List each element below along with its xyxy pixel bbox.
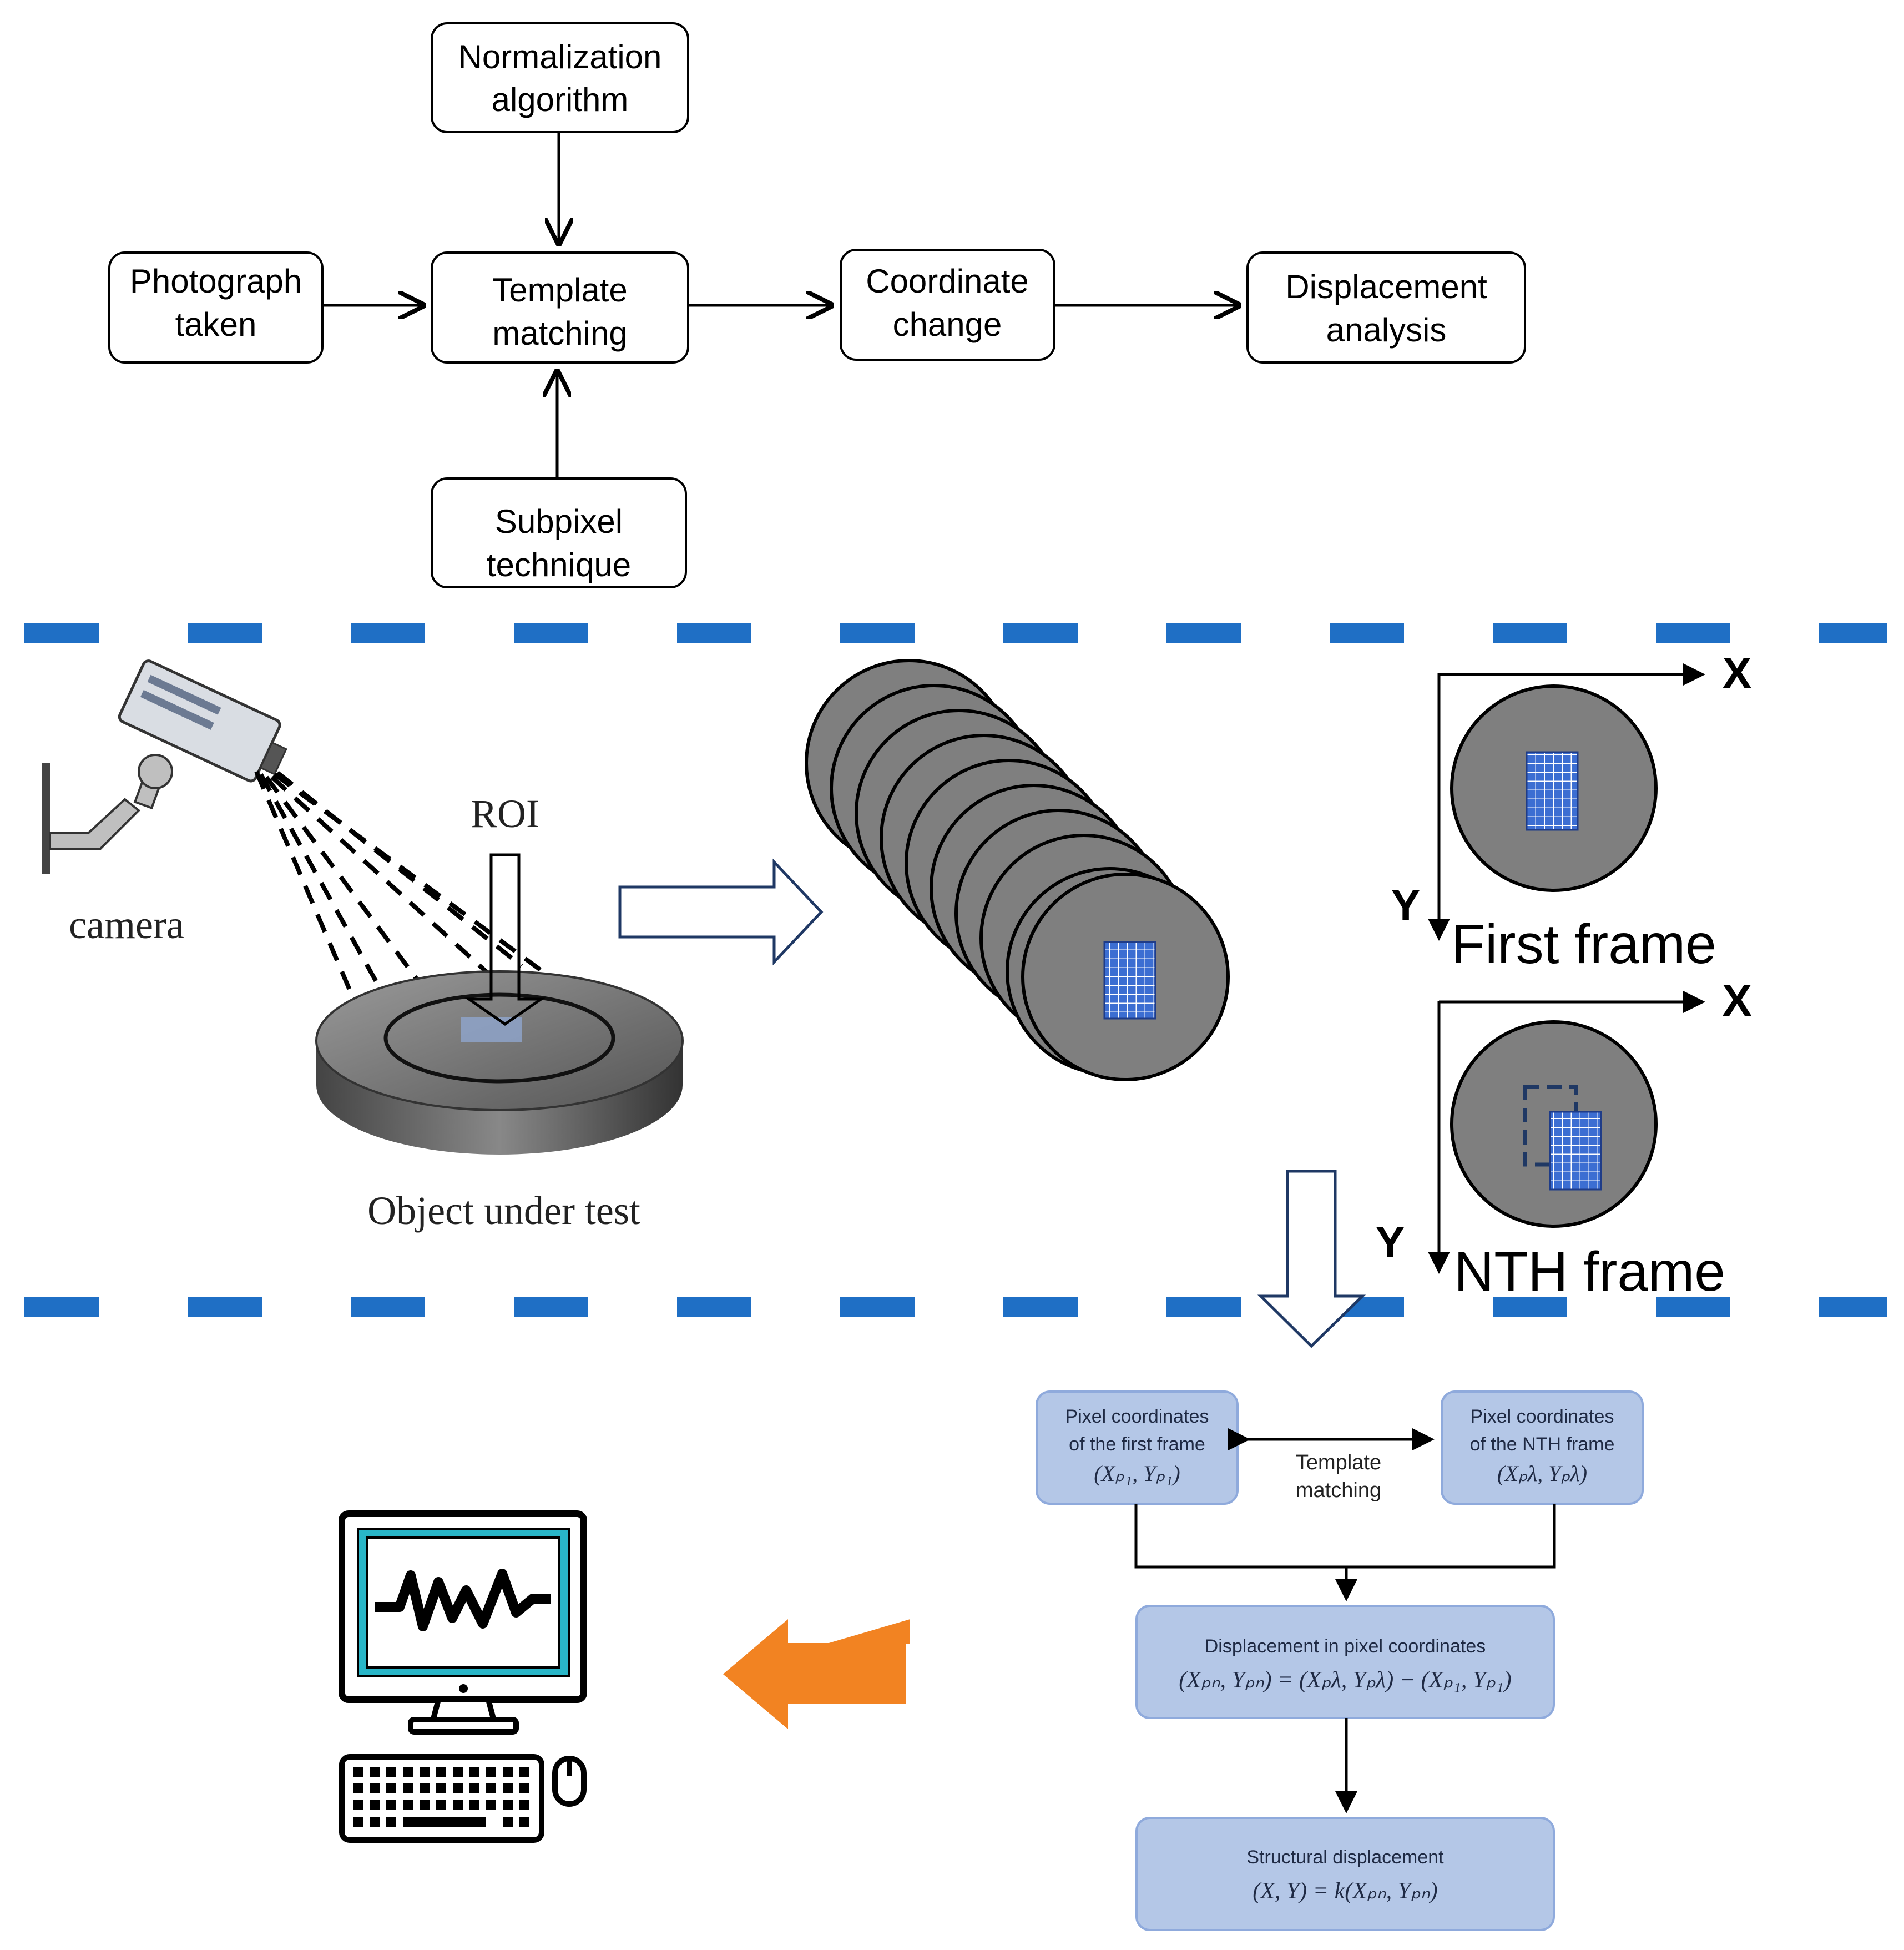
flowchart-arrows — [322, 132, 1239, 478]
first-frame-x-label: X — [1722, 648, 1751, 698]
displacement-label-1: Displacement — [1285, 268, 1487, 305]
stack-roi-grid — [1103, 941, 1156, 1020]
displacement-pixel-box: Displacement in pixel coordinates (Xₚₙ, … — [1135, 1605, 1555, 1719]
nth-frame-label: NTH frame — [1454, 1241, 1725, 1303]
merge-connector — [1134, 1504, 1556, 1569]
normalization-box: Normalization algorithm — [431, 22, 689, 133]
structural-title: Structural displacement — [1246, 1847, 1444, 1868]
structural-formula: (X, Y) = k(Xₚₙ, Yₚₙ) — [1253, 1878, 1437, 1904]
process-flow: Pixel coordinates of the first frame (Xₚ… — [1036, 1390, 1644, 1931]
nth-coords-formula: (Xₚλ, Yₚλ) — [1497, 1461, 1587, 1486]
photograph-label-2: taken — [175, 306, 257, 343]
roi-patch — [461, 1017, 522, 1042]
nth-coords-line-2: of the NTH frame — [1470, 1434, 1615, 1455]
computer-icon — [339, 1510, 587, 1843]
hollow-right-arrow — [618, 858, 824, 966]
first-frame-label: First frame — [1451, 913, 1716, 975]
first-coords-line-1: Pixel coordinates — [1065, 1406, 1209, 1427]
displacement-pixel-formula: (Xₚₙ, Yₚₙ) = (Xₚλ, Yₚλ) − (Xₚ₁, Yₚ₁) — [1179, 1667, 1512, 1693]
nth-coords-line-1: Pixel coordinates — [1471, 1406, 1614, 1427]
template-label-2: matching — [492, 315, 627, 352]
waveform — [375, 1569, 551, 1631]
orange-arrow-body — [723, 1619, 906, 1729]
subpixel-label-2: technique — [487, 546, 631, 583]
object-label: Object under test — [367, 1188, 640, 1233]
first-frame-roi-grid — [1526, 751, 1579, 831]
mouse — [552, 1756, 587, 1807]
hollow-down-arrow — [1257, 1170, 1366, 1348]
photograph-label-1: Photograph — [130, 263, 302, 300]
roi-label: ROI — [471, 792, 539, 836]
photograph-box: Photograph taken — [108, 251, 324, 364]
nth-frame-y-label: Y — [1375, 1217, 1405, 1267]
camera-icon — [42, 659, 287, 874]
object-under-test — [315, 970, 684, 1155]
coordinate-label-2: change — [893, 306, 1002, 343]
coordinate-label-1: Coordinate — [866, 263, 1029, 300]
first-coords-formula: (Xₚ₁, Yₚ₁) — [1094, 1461, 1180, 1486]
nth-frame-x-label: X — [1722, 976, 1751, 1025]
roi-marker — [464, 853, 546, 1026]
nth-frame-coords-box: Pixel coordinates of the NTH frame (Xₚλ,… — [1441, 1390, 1644, 1505]
first-frame-panel: X Y First frame — [1391, 648, 1751, 975]
camera-scene: ROI camera Object under test — [42, 659, 684, 1233]
normalization-label-1: Normalization — [458, 38, 662, 75]
template-matching-label-1: Template — [1296, 1451, 1381, 1474]
camera-label: camera — [69, 903, 184, 947]
template-matching-label-2: matching — [1296, 1479, 1381, 1502]
structural-displacement-box: Structural displacement (X, Y) = k(Xₚₙ, … — [1135, 1817, 1555, 1931]
subpixel-label-1: Subpixel — [495, 503, 623, 540]
first-frame-y-label: Y — [1391, 880, 1420, 930]
keyboard-keys — [353, 1767, 529, 1827]
template-matching-box: Template matching — [431, 251, 689, 364]
first-coords-line-2: of the first frame — [1069, 1434, 1205, 1455]
nth-frame-moved-roi-grid — [1549, 1111, 1602, 1191]
coordinate-change-box: Coordinate change — [840, 249, 1055, 361]
first-frame-coords-box: Pixel coordinates of the first frame (Xₚ… — [1036, 1390, 1239, 1505]
displacement-pixel-title: Displacement in pixel coordinates — [1205, 1636, 1486, 1657]
frame-stack — [805, 659, 1230, 1081]
nth-frame-panel: X Y NTH frame — [1375, 976, 1751, 1303]
template-label-1: Template — [492, 271, 627, 309]
displacement-analysis-box: Displacement analysis — [1246, 251, 1526, 364]
normalization-label-2: algorithm — [492, 81, 629, 118]
subpixel-box: Subpixel technique — [431, 477, 687, 588]
displacement-label-2: analysis — [1326, 311, 1447, 349]
flowchart: Normalization algorithm Photograph taken… — [108, 22, 1526, 588]
